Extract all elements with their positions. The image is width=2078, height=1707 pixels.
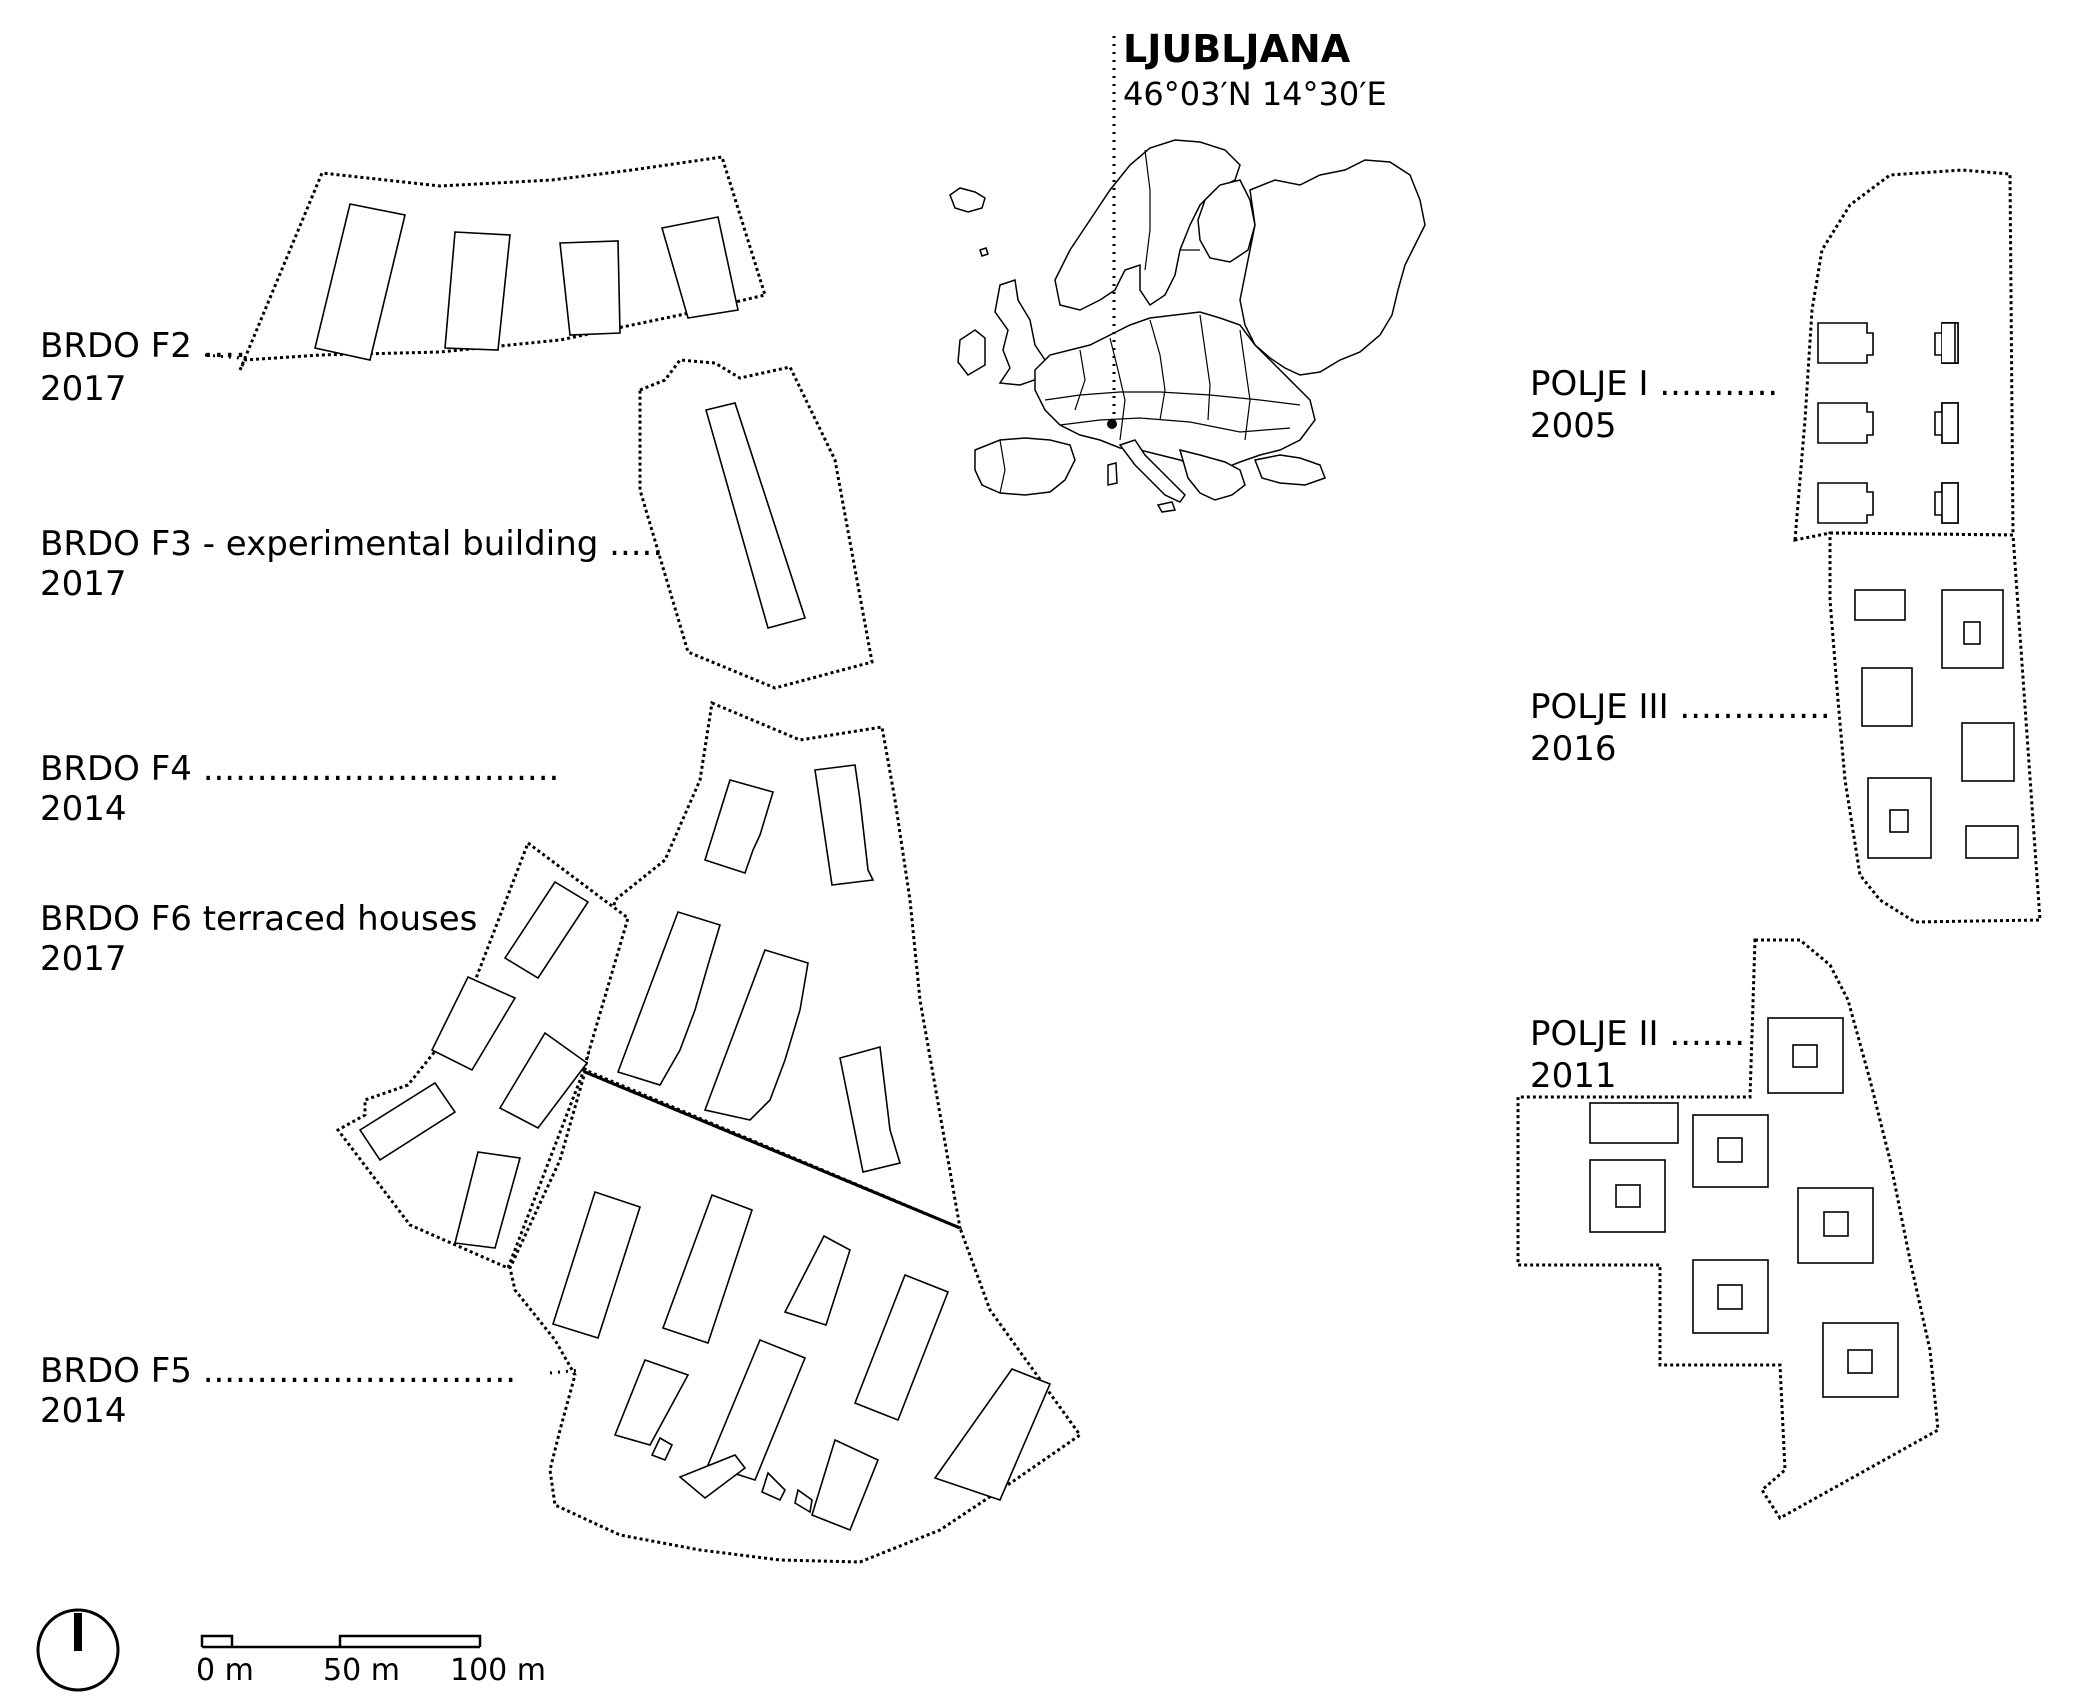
year-polje-i: 2005	[1530, 406, 1617, 446]
scale-label-100: 100 m	[450, 1653, 546, 1688]
scale-label-0: 0 m	[196, 1653, 254, 1688]
year-brdo-f6: 2017	[40, 939, 127, 979]
brdo-f5-site	[508, 1069, 1083, 1564]
neighbourhood-labels: BRDO F2 .... 2017 BRDO F3 - experimental…	[40, 326, 1831, 1431]
year-polje-ii: 2011	[1530, 1056, 1617, 1096]
polje-i-site	[1793, 168, 2015, 542]
label-brdo-f2: BRDO F2 ....	[40, 326, 246, 366]
year-brdo-f5: 2014	[40, 1391, 127, 1431]
city-coordinates: 46°03′N 14°30′E	[1123, 75, 1387, 113]
year-brdo-f4: 2014	[40, 789, 127, 829]
label-brdo-f6: BRDO F6 terraced houses	[40, 899, 477, 939]
year-polje-iii: 2016	[1530, 729, 1617, 769]
label-brdo-f4: BRDO F4 ................................…	[40, 749, 559, 789]
brdo-f2-site	[238, 155, 767, 371]
label-brdo-f3: BRDO F3 - experimental building .....	[40, 524, 663, 564]
brdo-f6-site	[335, 840, 630, 1271]
scale-bar: 0 m 50 m 100 m	[196, 1634, 546, 1688]
polje-iii-site	[1828, 531, 2042, 924]
year-brdo-f2: 2017	[40, 369, 127, 409]
year-brdo-f3: 2017	[40, 564, 127, 604]
polje-ii-site	[1516, 938, 1940, 1520]
label-polje-ii: POLJE II .......	[1530, 1014, 1745, 1054]
label-polje-i: POLJE I ...........	[1530, 364, 1778, 404]
brdo-f3-site	[638, 358, 874, 690]
city-name: LJUBLJANA	[1123, 27, 1351, 71]
label-brdo-f5: BRDO F5 .............................	[40, 1351, 516, 1391]
brdo-f4-site	[583, 700, 962, 1231]
europe-locator-map	[949, 139, 1426, 513]
scale-label-50: 50 m	[323, 1653, 400, 1688]
label-polje-iii: POLJE III ..............	[1530, 687, 1831, 727]
north-arrow-icon	[36, 1608, 120, 1692]
